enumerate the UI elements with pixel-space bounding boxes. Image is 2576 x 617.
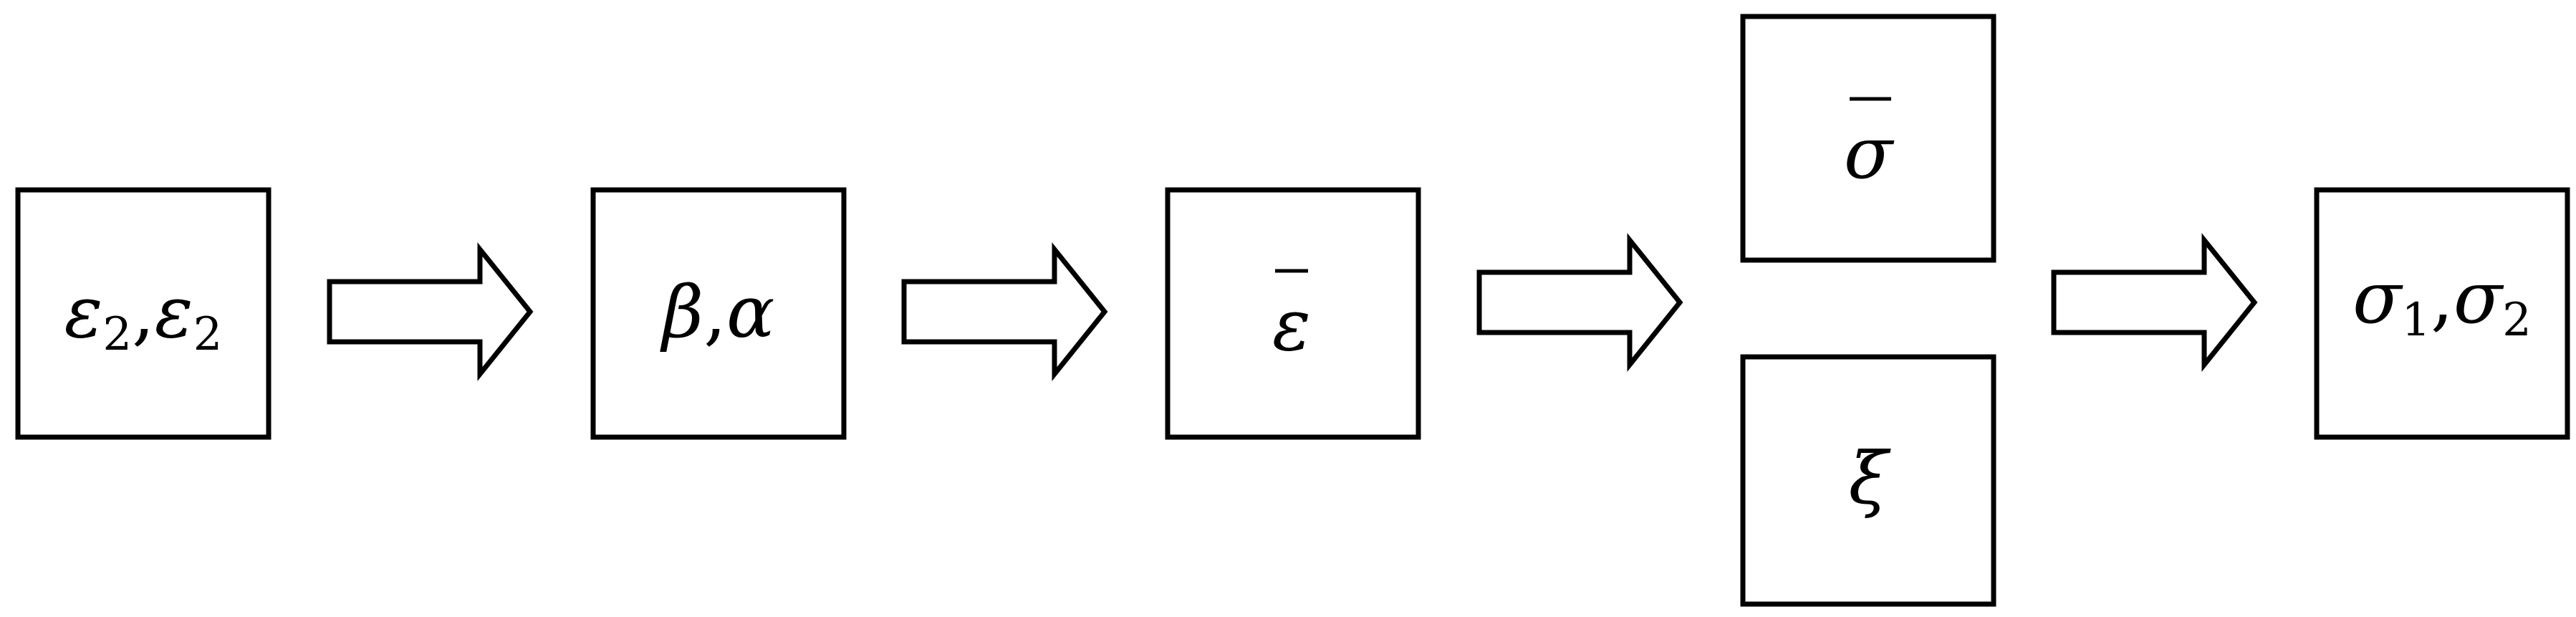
node-xi-label: ξ: [1848, 436, 1891, 520]
node-angles: β,α: [590, 187, 847, 440]
arrow-angles-to-effective-strain: [901, 242, 1108, 381]
node-angles-label: β,α: [659, 270, 774, 354]
node-strains: ε2,ε2: [15, 187, 271, 440]
node-effective-strain: ε: [1165, 187, 1421, 440]
node-strains-label: ε2,ε2: [64, 270, 223, 361]
node-effective-stress-label: σ: [1844, 111, 1895, 195]
arrow-effective-strain-to-stress-xi: [1476, 233, 1683, 372]
node-xi: ξ: [1740, 354, 1996, 607]
arrow-strains-to-angles: [327, 242, 534, 381]
arrow-stress-xi-to-stresses: [2051, 233, 2258, 372]
node-effective-strain-label: ε: [1272, 283, 1311, 367]
node-stresses: σ1,σ2: [2314, 187, 2570, 440]
node-effective-stress: σ: [1740, 14, 1996, 263]
node-stresses-label: σ1,σ2: [2352, 256, 2532, 347]
